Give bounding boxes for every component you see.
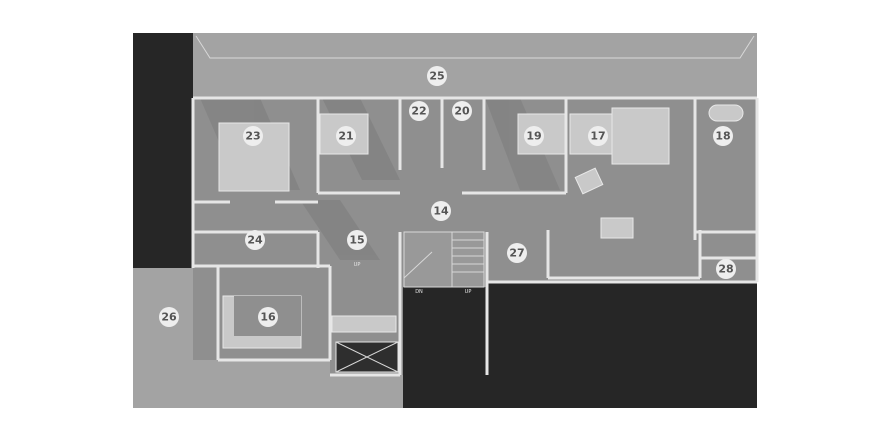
svg-text:25: 25 [429, 70, 444, 83]
svg-text:20: 20 [454, 105, 470, 118]
room-label-23: 23 [243, 126, 263, 146]
svg-text:27: 27 [509, 247, 524, 260]
room-label-27: 27 [507, 243, 527, 263]
svg-text:23: 23 [245, 130, 260, 143]
staircase: UP DN UP [354, 231, 485, 295]
room-label-20: 20 [452, 101, 472, 121]
svg-text:22: 22 [411, 105, 426, 118]
svg-text:16: 16 [260, 311, 276, 324]
room-label-18: 18 [713, 126, 733, 146]
room-label-24: 24 [245, 230, 265, 250]
terrace-left [133, 268, 403, 408]
walls [191, 96, 759, 377]
table-17 [600, 217, 634, 239]
room-labels: 25 23 21 22 20 19 17 18 14 24 15 27 28 2… [159, 66, 736, 327]
svg-text:17: 17 [590, 130, 605, 143]
svg-text:18: 18 [715, 130, 730, 143]
room-label-26: 26 [159, 307, 179, 327]
room-label-28: 28 [716, 259, 736, 279]
room-label-16: 16 [258, 307, 278, 327]
room-label-19: 19 [524, 126, 544, 146]
lounge-chair [574, 167, 604, 195]
room-label-25: 25 [427, 66, 447, 86]
terrace-top-edge [195, 35, 755, 59]
svg-text:28: 28 [718, 263, 733, 276]
svg-text:21: 21 [338, 130, 353, 143]
furniture [218, 104, 744, 373]
desk-15 [331, 315, 397, 333]
bathtub-18 [708, 104, 744, 122]
stair-label-down: DN [415, 289, 423, 295]
room-label-15: 15 [347, 230, 367, 250]
room-label-22: 22 [409, 101, 429, 121]
svg-text:14: 14 [433, 205, 449, 218]
dark-ground-bottom-right [403, 282, 757, 408]
room-label-17: 17 [588, 126, 608, 146]
bed-17-rug [611, 107, 670, 165]
terrace-top [193, 33, 757, 98]
stair-label-up-hall: UP [354, 262, 361, 268]
dark-ground-left [133, 33, 193, 268]
svg-text:15: 15 [349, 234, 364, 247]
room-label-21: 21 [336, 126, 356, 146]
svg-text:19: 19 [526, 130, 541, 143]
svg-text:26: 26 [161, 311, 177, 324]
room-label-14: 14 [431, 201, 451, 221]
svg-text:24: 24 [247, 234, 263, 247]
stair-label-up: UP [465, 289, 472, 295]
